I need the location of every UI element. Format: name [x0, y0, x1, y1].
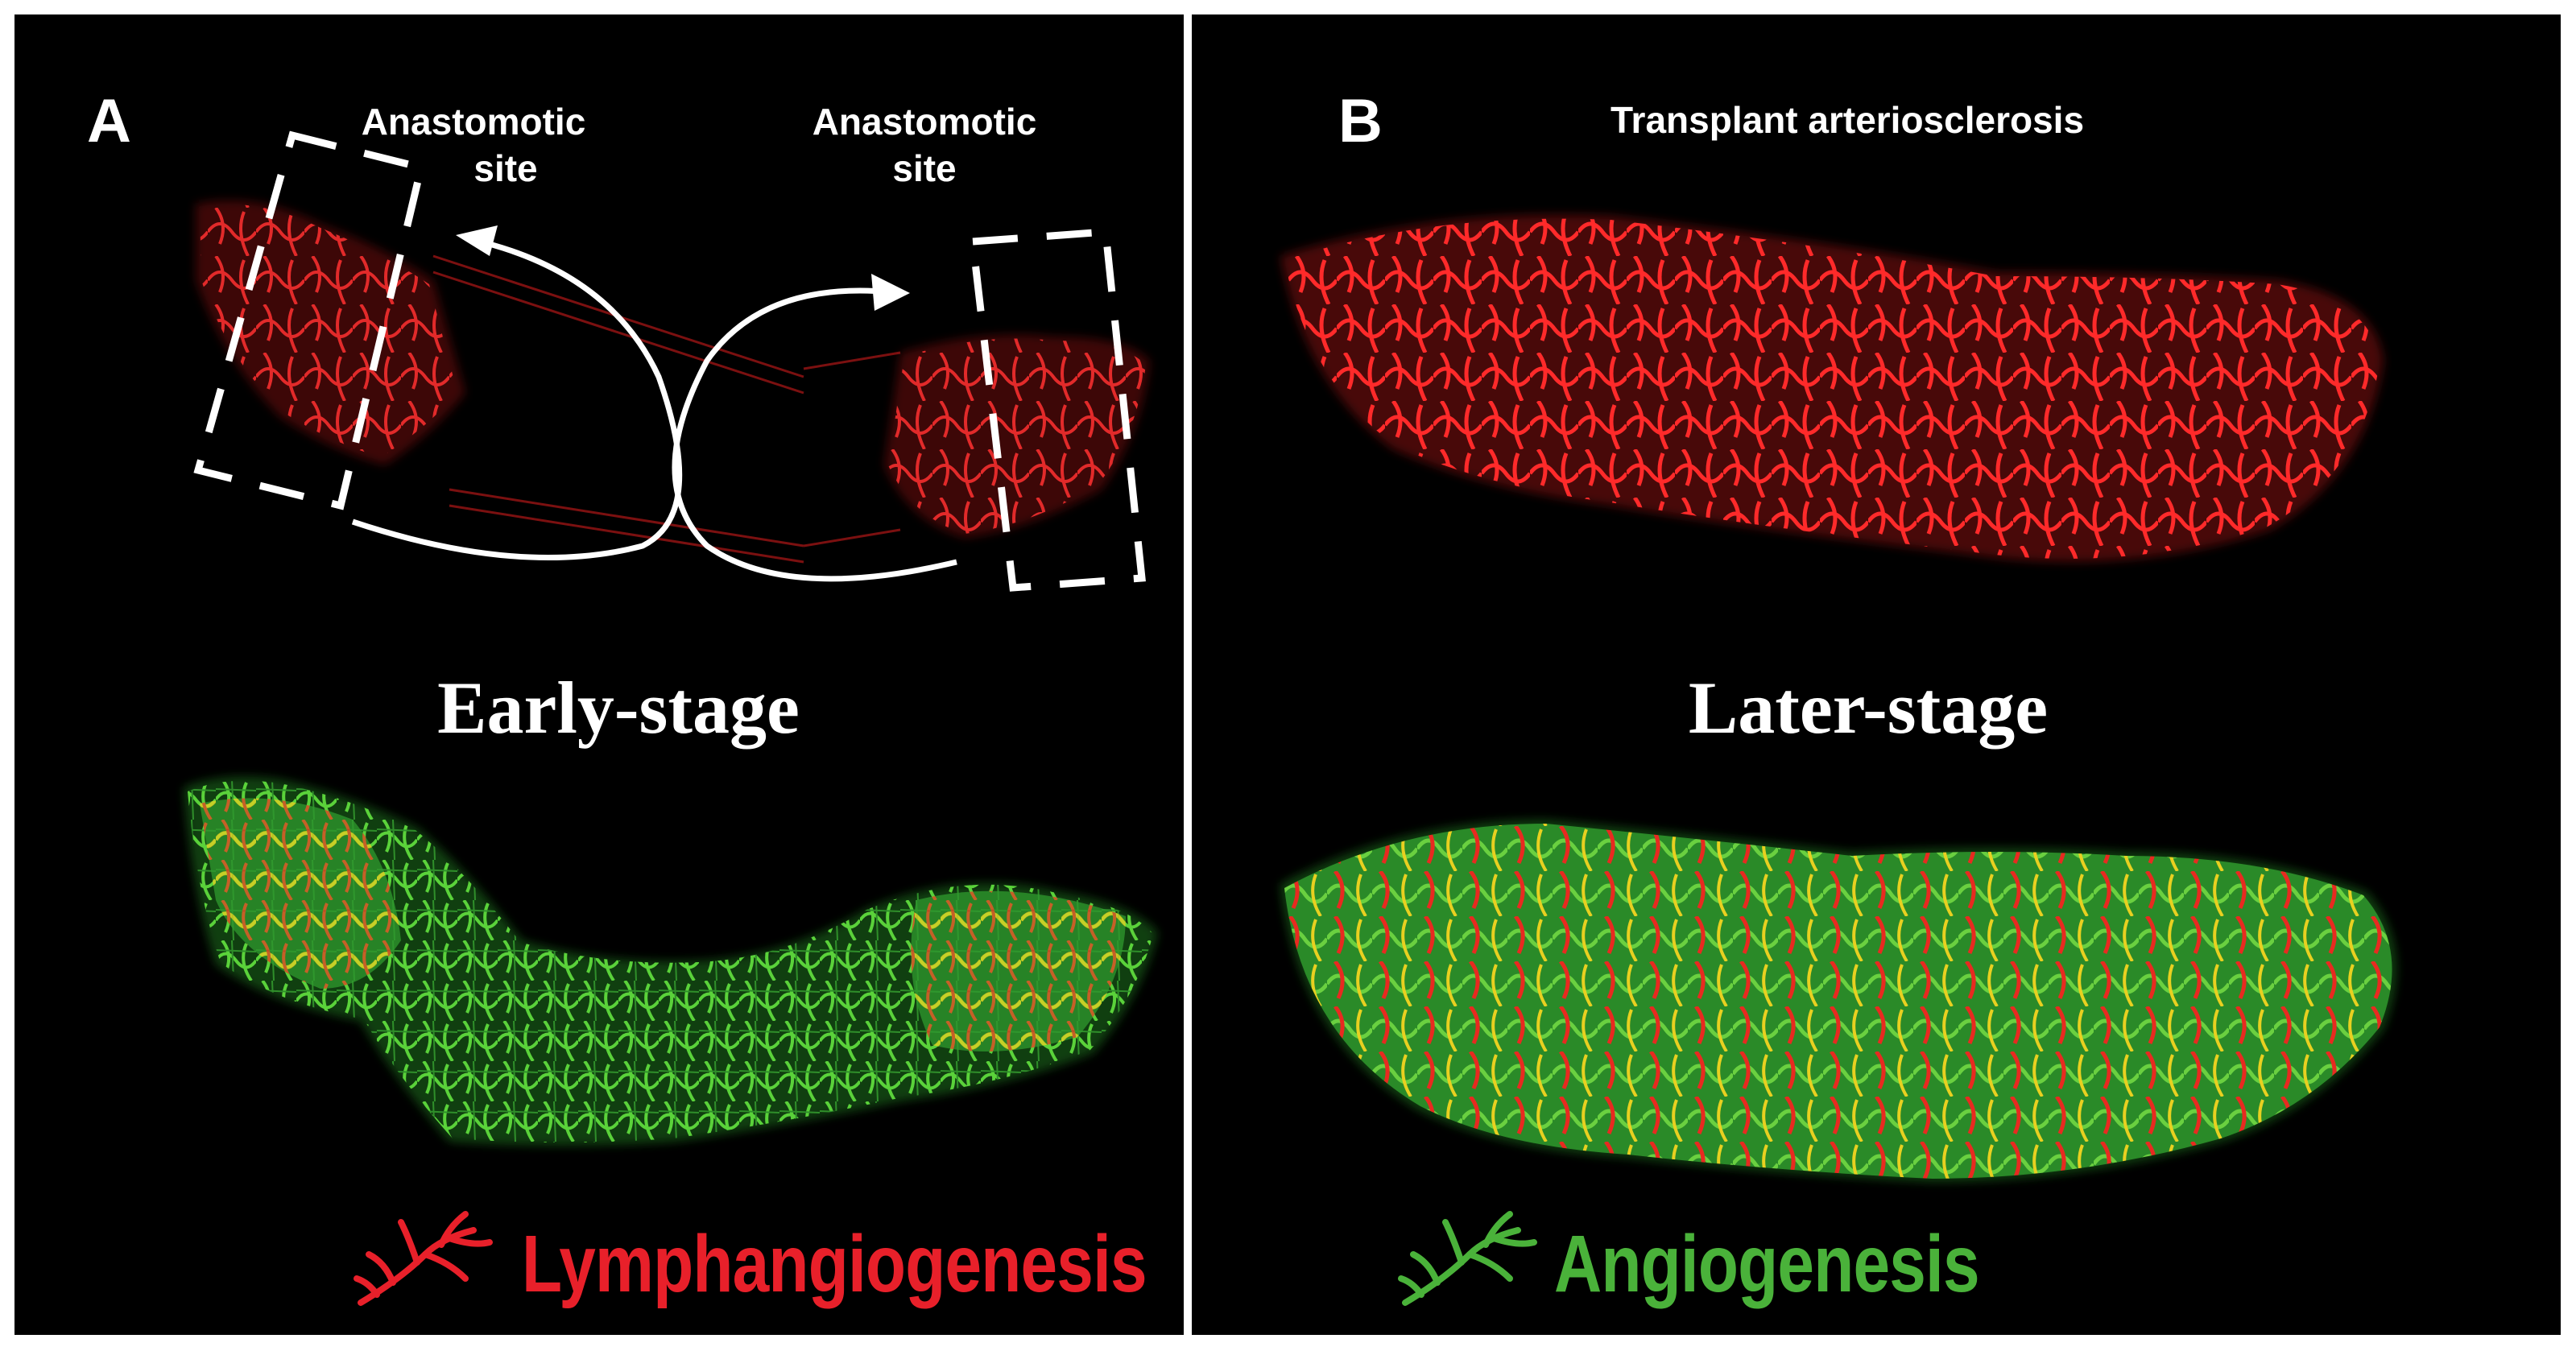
early-lymphatic-right-tissue [884, 334, 1150, 538]
green-vessel-branch-icon [1398, 1211, 1537, 1306]
arrowheads [456, 225, 910, 311]
migration-arrows [351, 237, 957, 582]
angiogenesis-legend: Angiogenesis [1554, 1224, 2073, 1304]
later-stage-merged-tissue [1280, 820, 2396, 1182]
early-stage-merged-tissue [184, 776, 1158, 1146]
later-lymphatic-tissue [1280, 214, 2384, 562]
lymphangiogenesis-legend: Lymphangiogenesis [522, 1224, 1184, 1304]
left-anastomotic-box [193, 130, 426, 510]
lymphangiogenesis-label: Lymphangiogenesis [522, 1219, 1147, 1309]
left-anastomotic-site-label: Anastomotic site [361, 101, 586, 189]
panel-b-letter: B [1338, 87, 1383, 155]
right-anastomotic-site-label: Anastomotic site [812, 101, 1037, 189]
panel-a: A Anastomotic site Anastomotic site Earl… [14, 14, 1184, 1335]
red-vessel-branch-icon [354, 1211, 493, 1306]
transplant-arteriosclerosis-title: Transplant arteriosclerosis [1611, 99, 2085, 141]
panel-a-micrographs [184, 130, 1158, 1306]
panel-b-micrographs [1280, 214, 2396, 1306]
panel-a-letter: A [87, 87, 131, 155]
right-anastomotic-box [968, 228, 1146, 592]
later-stage-title: Later-stage [1688, 667, 2049, 749]
early-stage-title: Early-stage [437, 667, 800, 749]
panel-b: B Transplant arteriosclerosis Later-stag… [1192, 14, 2561, 1335]
angiogenesis-label: Angiogenesis [1554, 1219, 1980, 1309]
